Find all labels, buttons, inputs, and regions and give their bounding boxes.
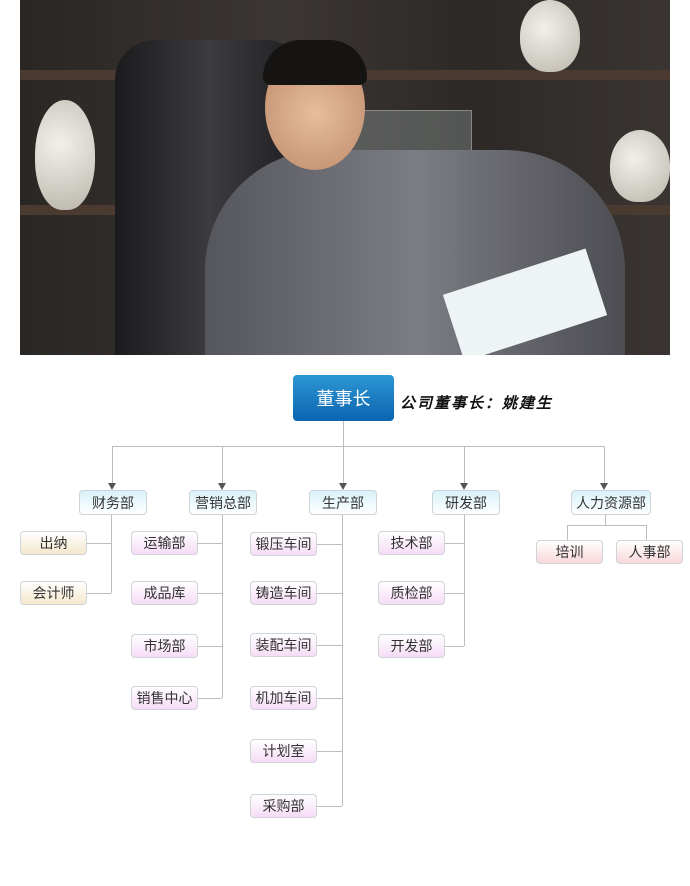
- connector: [316, 751, 342, 752]
- arrow-down-icon: [339, 483, 347, 490]
- unit-box: 采购部: [250, 794, 317, 818]
- unit-box: 人事部: [616, 540, 683, 564]
- connector: [605, 515, 606, 525]
- vase: [520, 0, 580, 72]
- unit-box: 开发部: [378, 634, 445, 658]
- arrow-down-icon: [600, 483, 608, 490]
- connector: [316, 544, 342, 545]
- connector: [222, 515, 223, 698]
- arrow-down-icon: [108, 483, 116, 490]
- chairman-photo: [20, 0, 670, 355]
- vase: [35, 100, 95, 210]
- unit-box: 铸造车间: [250, 581, 317, 605]
- chairman-caption: 公司董事长：姚建生: [400, 394, 554, 412]
- unit-box: 运输部: [131, 531, 198, 555]
- unit-box: 质检部: [378, 581, 445, 605]
- connector: [342, 515, 343, 806]
- connector: [316, 806, 342, 807]
- connector: [343, 421, 344, 446]
- connector: [316, 645, 342, 646]
- connector: [604, 446, 605, 484]
- arrow-down-icon: [218, 483, 226, 490]
- connector: [343, 446, 344, 484]
- connector: [197, 593, 222, 594]
- connector: [112, 446, 113, 484]
- connector: [87, 593, 111, 594]
- dept-finance: 财务部: [79, 490, 147, 515]
- connector: [567, 525, 647, 526]
- person-hair: [263, 40, 367, 85]
- unit-box: 出纳: [20, 531, 87, 555]
- connector: [197, 543, 222, 544]
- connector: [444, 543, 464, 544]
- dept-production: 生产部: [309, 490, 377, 515]
- connector: [112, 446, 605, 447]
- connector: [111, 515, 112, 593]
- connector: [316, 593, 342, 594]
- connector: [222, 446, 223, 484]
- dept-hr: 人力资源部: [571, 490, 651, 515]
- unit-box: 市场部: [131, 634, 198, 658]
- connector: [646, 525, 647, 540]
- connector: [316, 698, 342, 699]
- chairman-box: 董事长: [293, 375, 394, 421]
- connector: [87, 543, 111, 544]
- connector: [464, 515, 465, 646]
- unit-box: 技术部: [378, 531, 445, 555]
- unit-box: 机加车间: [250, 686, 317, 710]
- connector: [464, 446, 465, 484]
- unit-box: 装配车间: [250, 633, 317, 657]
- connector: [197, 698, 222, 699]
- unit-box: 销售中心: [131, 686, 198, 710]
- unit-box: 计划室: [250, 739, 317, 763]
- unit-box: 培训: [536, 540, 603, 564]
- connector: [197, 646, 222, 647]
- unit-box: 锻压车间: [250, 532, 317, 556]
- connector: [444, 646, 464, 647]
- dept-rnd: 研发部: [432, 490, 500, 515]
- arrow-down-icon: [460, 483, 468, 490]
- connector: [444, 593, 464, 594]
- connector: [567, 525, 568, 540]
- unit-box: 会计师: [20, 581, 87, 605]
- unit-box: 成品库: [131, 581, 198, 605]
- dept-marketing: 营销总部: [189, 490, 257, 515]
- vase: [610, 130, 670, 202]
